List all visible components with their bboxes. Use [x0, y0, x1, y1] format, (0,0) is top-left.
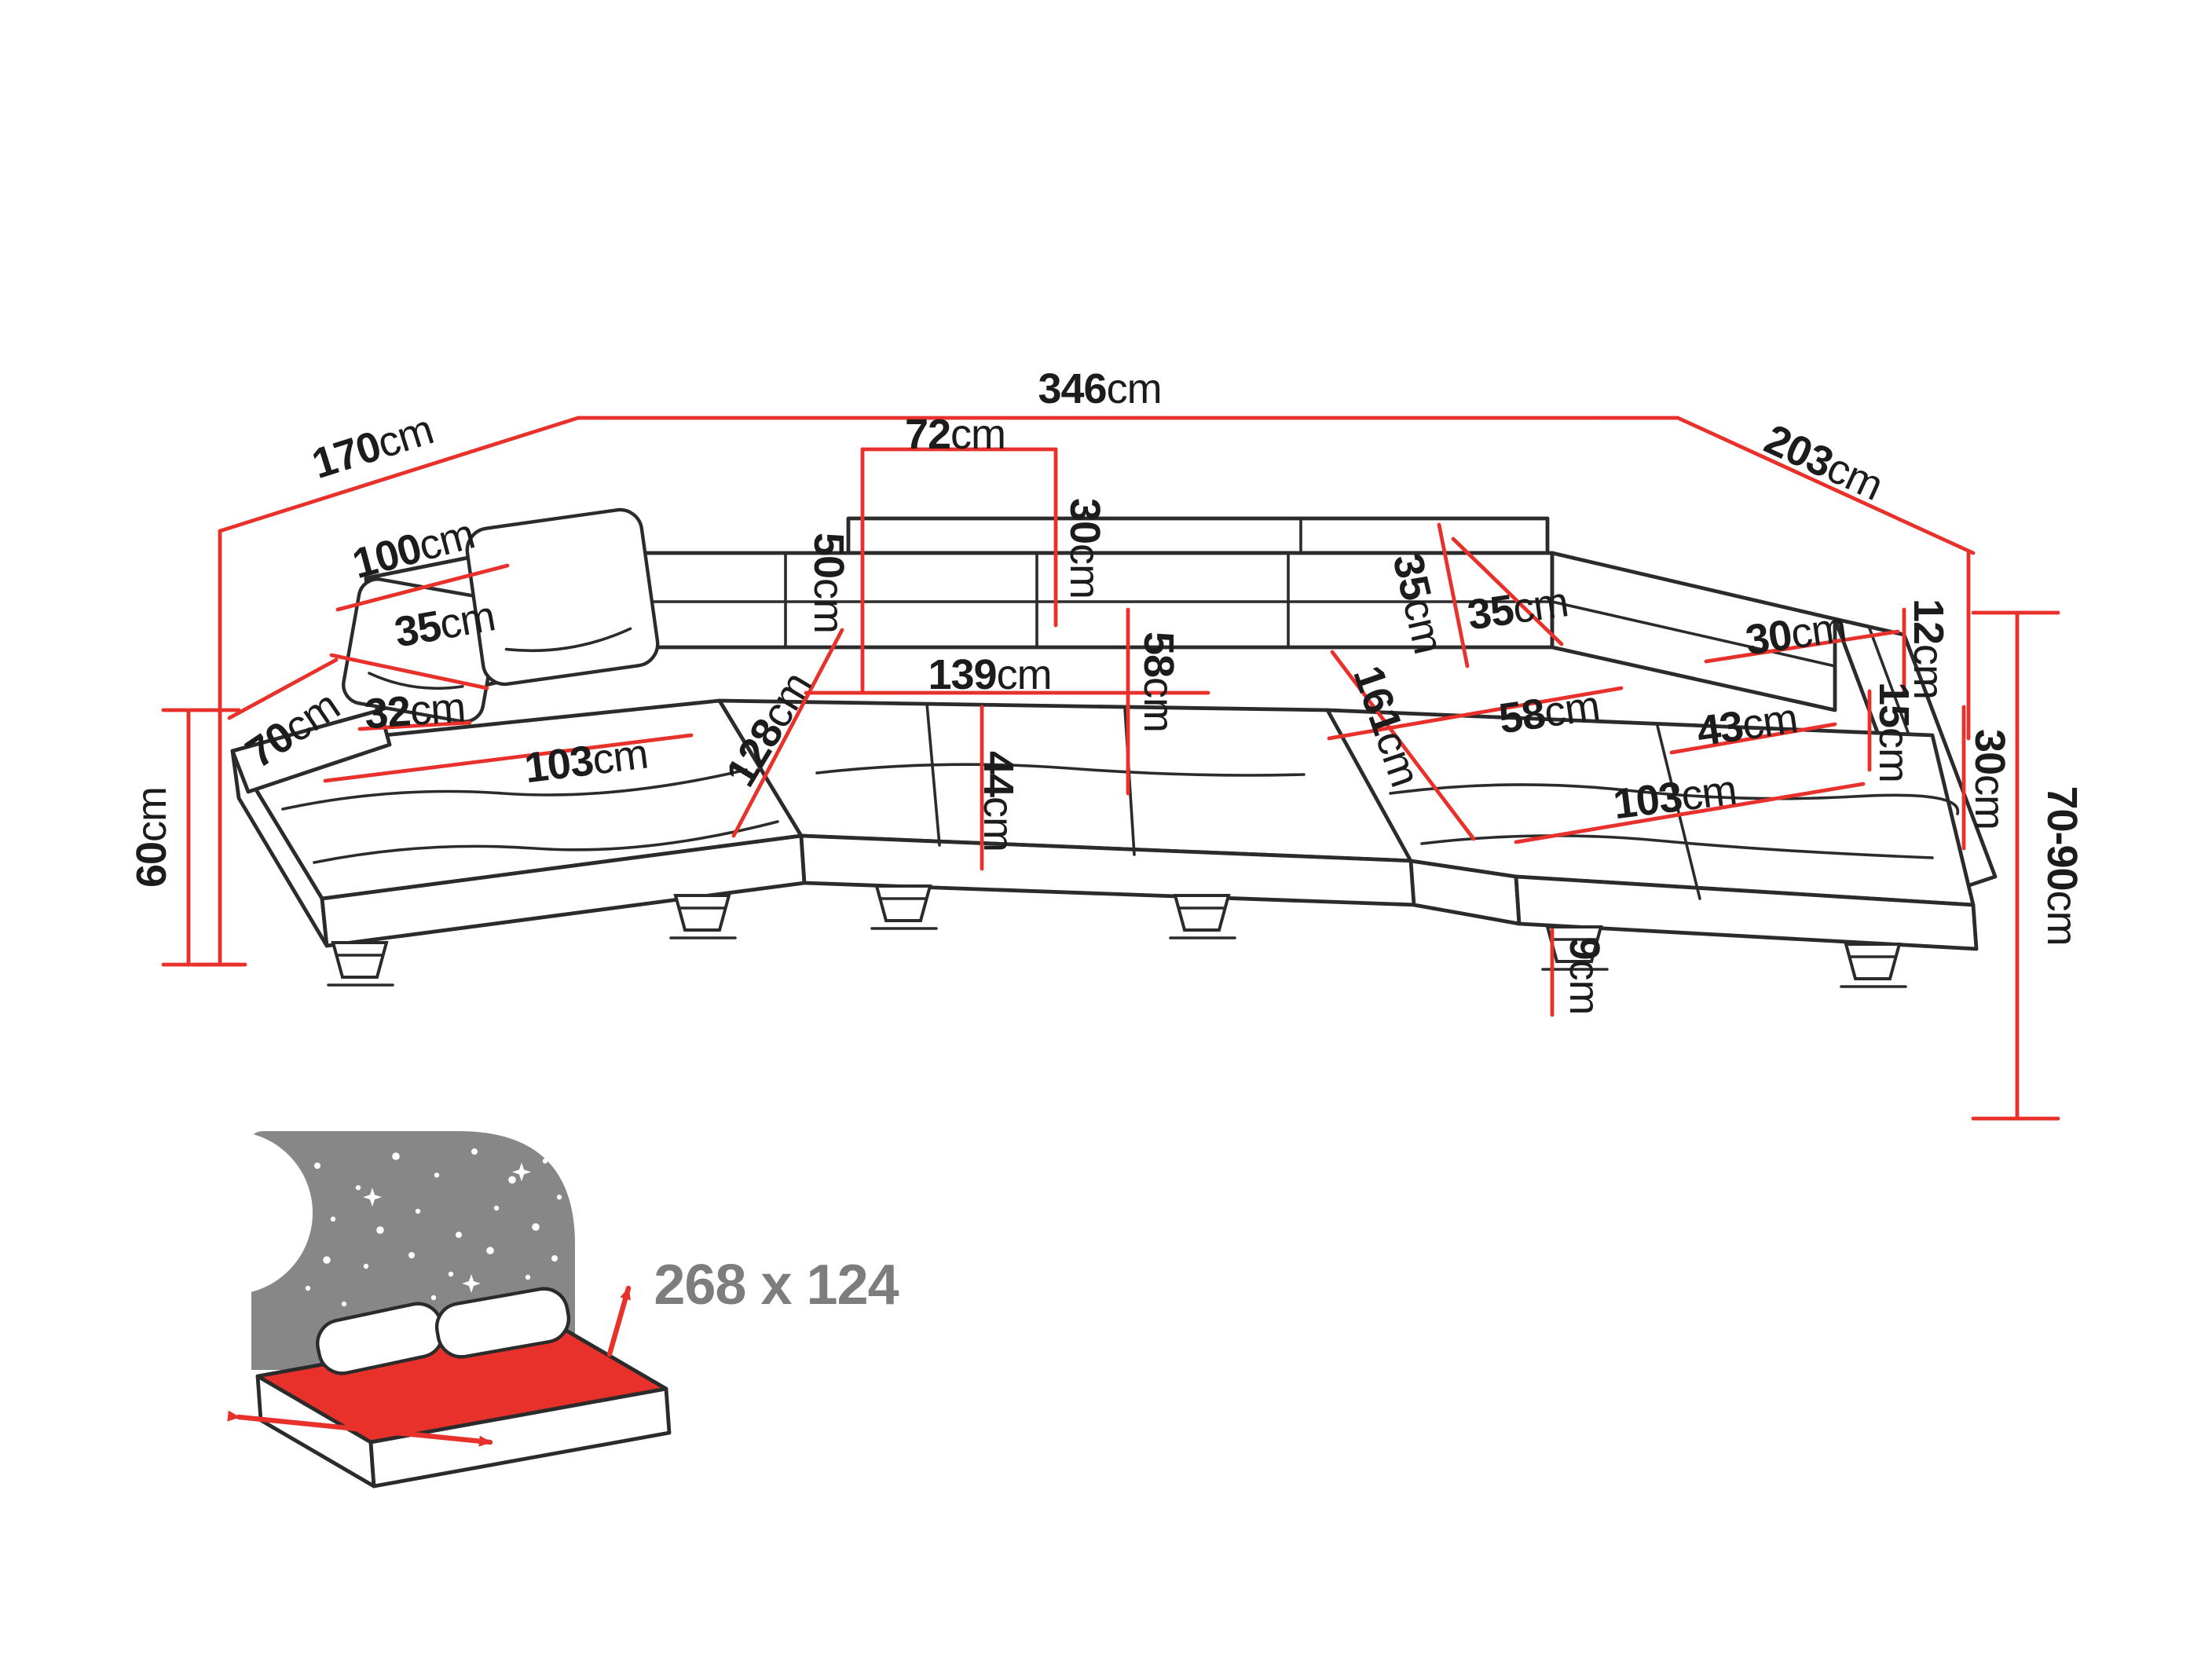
dimension-line [329, 653, 489, 690]
right-chaise-tufting [1389, 783, 1960, 815]
star-icon [508, 1176, 516, 1184]
sofa-legs [327, 884, 1907, 988]
star-icon [430, 1295, 437, 1301]
star-icon [512, 1163, 531, 1181]
sofa-leg [870, 884, 938, 930]
center-seat-seam [925, 702, 941, 847]
dimension-lines [161, 416, 2060, 1121]
star-icon [376, 1226, 384, 1234]
center-seat-tufting [815, 763, 1306, 777]
backrest-right [1550, 551, 1837, 712]
right-chaise-tufting [1420, 834, 1934, 859]
dimension-label-right-back-height: 35cm [1383, 549, 1452, 657]
star-icon [493, 1205, 500, 1211]
dimension-label-right-arm-top-width: 30cm [1743, 603, 1849, 664]
star-icon [486, 1247, 494, 1254]
dimension-line [323, 733, 694, 783]
dimension-label-left-arm-width: 35cm [391, 592, 499, 656]
star-icon [551, 1255, 558, 1262]
sofa-drawing [230, 507, 1998, 988]
dimension-label-headrest-width: 72cm [905, 411, 1005, 458]
dimension-line [227, 657, 339, 720]
unfold-arrow-width-icon [606, 1285, 632, 1357]
dimension-line [218, 416, 580, 533]
dimension-label-center-seat-width: 139cm [928, 651, 1051, 698]
star-icon [363, 1263, 369, 1269]
star-icon [408, 1252, 415, 1258]
star-icon [355, 1185, 361, 1191]
dimension-line [1675, 416, 1976, 555]
dimension-line [1669, 722, 1837, 755]
dimension-label-total-width: 346cm [1038, 365, 1161, 412]
pillow-large [465, 507, 660, 687]
dimension-label-right-chaise-length: 103cm [1610, 767, 1738, 829]
bed-pillow-icon [434, 1287, 571, 1359]
dimension-label-left-back-width: 32cm [363, 684, 467, 738]
left-chaise-tufting [313, 820, 779, 864]
dimension-line [1704, 629, 1900, 664]
dimension-line [1330, 650, 1476, 841]
left-chaise-back-wedge [230, 708, 392, 794]
star-icon [542, 1158, 548, 1164]
dimension-label-center-front-height: 44cm [975, 751, 1022, 851]
dimension-label-right-arm-height-upper: 12cm [1905, 599, 1952, 699]
sleeping-function-icon [149, 1131, 672, 1489]
dimension-line [335, 563, 510, 612]
dimension-line [357, 720, 472, 731]
dimension-line [731, 628, 844, 838]
dimension-label-left-chaise-length: 103cm [522, 731, 650, 793]
dimension-label-right-back-depth: 35cm [1465, 578, 1571, 639]
sofa-leg [327, 941, 394, 987]
star-icon [532, 1223, 540, 1231]
sofa-leg [1840, 943, 1907, 988]
dimension-line [1451, 537, 1564, 646]
star-icon [556, 1194, 562, 1200]
sleeping-dimensions-label: 268 x 124 [654, 1254, 899, 1317]
dimension-label-headrest-depth: 30cm [1061, 498, 1108, 599]
star-icon [434, 1172, 440, 1178]
sofa-leg [669, 894, 737, 939]
dimension-label-right-seat-width: 58cm [1496, 682, 1602, 742]
dimension-label-right-arm-height-lower: 30cm [1966, 729, 2013, 830]
unfold-arrow-length-icon [227, 1410, 493, 1447]
star-icon [392, 1152, 400, 1160]
star-icon [363, 1188, 382, 1207]
sofa-leg [1169, 894, 1236, 939]
star-icon [462, 1274, 481, 1293]
star-icon [525, 1274, 531, 1280]
star-icon [341, 1301, 347, 1307]
dimension-label-right-arm-height-mid: 15cm [1870, 682, 1917, 782]
star-icon [323, 1256, 331, 1264]
dimension-label-total-height-range: 70-90cm [2038, 786, 2086, 945]
moon-crescent-icon [149, 1131, 313, 1295]
dimension-label-headrest-height: 50cm [805, 533, 852, 633]
star-icon [471, 1148, 478, 1155]
backrest-right-seam [1551, 600, 1837, 668]
star-icon [448, 1271, 454, 1277]
right-chaise-seam [1656, 724, 1701, 900]
dimension-label-right-arm-inner-width: 43cm [1694, 694, 1800, 755]
mattress-front-side-icon [368, 1386, 672, 1489]
dimension-label-center-seat-depth: 58cm [1135, 632, 1182, 732]
dimension-label-seat-height: 60cm [128, 787, 175, 888]
star-icon [415, 1208, 421, 1214]
star-icon [456, 1232, 462, 1238]
dimension-line [1514, 782, 1866, 844]
right-chaise-front [1514, 874, 1979, 951]
dimension-line [1327, 686, 1624, 741]
star-icon [314, 1163, 320, 1169]
dimension-label-leg-height: 9cm [1561, 936, 1608, 1014]
star-icon [305, 1285, 311, 1291]
left-chaise-tufting [281, 768, 748, 811]
dimension-label-left-side-depth: 170cm [306, 406, 438, 488]
dimension-line [1437, 522, 1470, 668]
dimension-label-right-side-depth: 203cm [1758, 416, 1890, 510]
star-icon [330, 1216, 336, 1222]
